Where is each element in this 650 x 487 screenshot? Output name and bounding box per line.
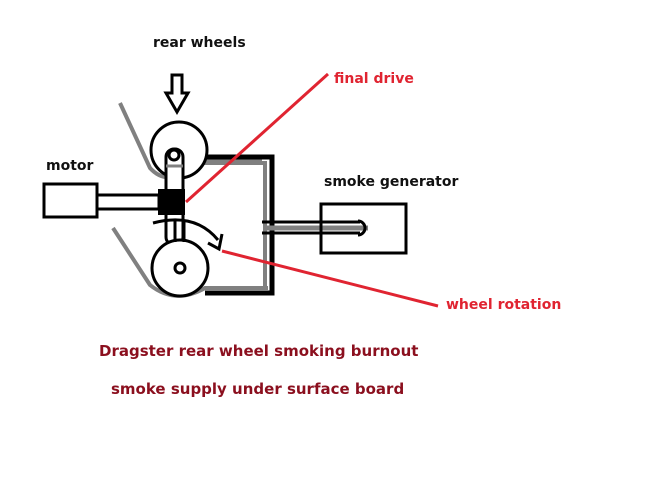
final-drive-label: final drive (334, 71, 414, 87)
wheel-rotation-callout-line (221, 249, 439, 308)
diagram-title: Dragster rear wheel smoking burnout (99, 342, 419, 360)
motor-shaft (95, 193, 161, 211)
rotation-arrow-icon (152, 218, 220, 241)
smoke-duct-outer (205, 154, 275, 296)
smoke-duct-inner (200, 161, 267, 290)
rear-wheels-label: rear wheels (153, 35, 246, 51)
upper-axle (167, 148, 181, 162)
motor-box (42, 182, 99, 219)
final-drive-callout-line (184, 72, 330, 204)
motor-label: motor (46, 158, 94, 174)
smoke-nozzle (357, 219, 367, 237)
diagram-subtitle: smoke supply under surface board (111, 380, 405, 398)
final-drive-block (158, 189, 185, 215)
smoke-generator-label: smoke generator (324, 174, 459, 190)
smoke-generator-box (319, 202, 408, 255)
wheel-rotation-label: wheel rotation (446, 297, 562, 313)
down-arrow-icon (163, 73, 191, 115)
lower-axle (173, 261, 187, 275)
